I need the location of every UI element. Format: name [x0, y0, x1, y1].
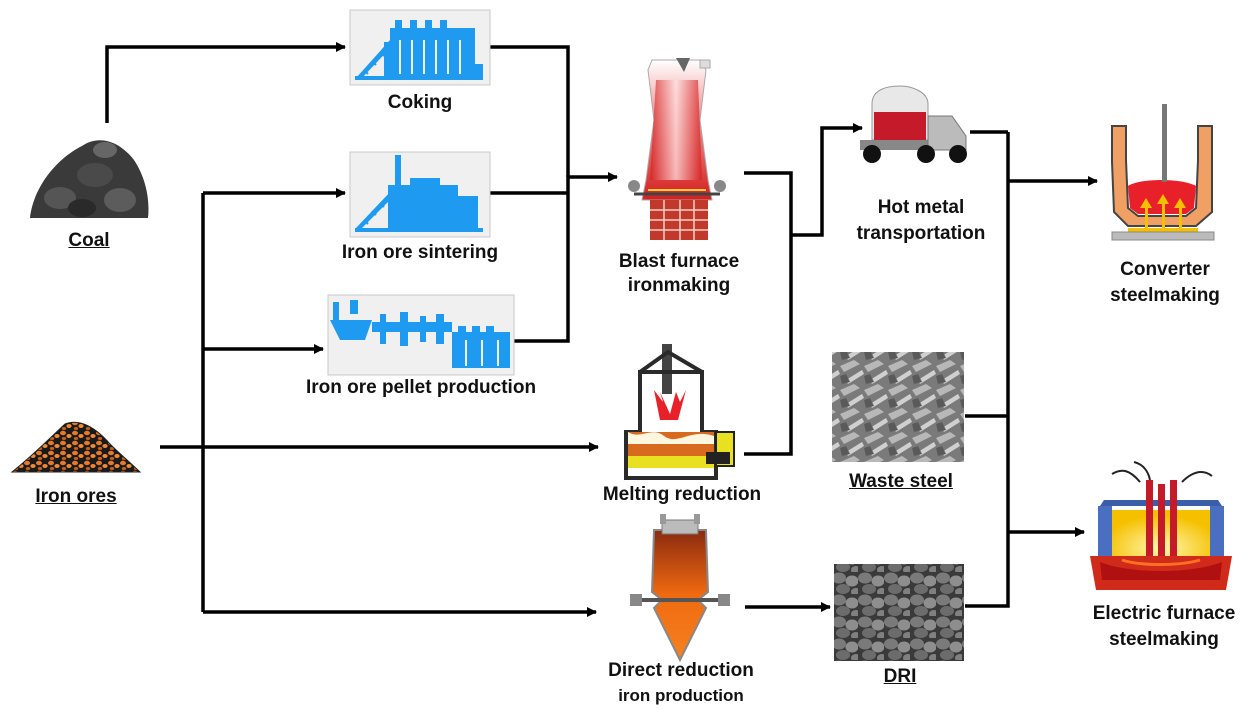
converter-label-line2: steelmaking [1110, 285, 1220, 306]
hot-metal-truck-icon [860, 85, 967, 163]
converter-label-line1: Converter [1120, 259, 1210, 280]
coking-label: Coking [387, 92, 453, 113]
converter-icon [1111, 104, 1215, 241]
blast-furnace-icon [628, 58, 726, 240]
waste-steel-label: Waste steel [849, 471, 953, 492]
scrap-steel-photo [832, 352, 964, 462]
melting-reduction-label: Melting reduction [602, 484, 762, 505]
dri-label: DRI [883, 666, 917, 687]
bf-to-hot-metal-line [744, 171, 793, 456]
direct-reduction-label-line2: iron production [618, 686, 744, 705]
hot-metal-label-line1: Hot metal [877, 197, 965, 218]
sintering-plant-icon [349, 151, 491, 238]
right-collector-line [965, 132, 1010, 608]
coking-plant-icon [349, 9, 491, 86]
coal-to-coking-arrow [105, 42, 346, 123]
electric-arc-furnace-icon [1090, 461, 1232, 590]
coking-to-bf-line [490, 45, 570, 177]
direct-reduction-label-line1: Direct reduction [608, 660, 754, 681]
iron-ore-pile-icon [10, 421, 142, 473]
blast-furnace-label-line1: Blast furnace [618, 251, 740, 272]
dri-pellets-photo [834, 564, 964, 661]
pellet-label: Iron ore pellet production [305, 377, 537, 398]
pellet-to-bf-line [514, 172, 618, 343]
shaft-furnace-icon [630, 514, 730, 663]
flow-lines [105, 42, 1098, 617]
electric-furnace-label-line1: Electric furnace [1092, 603, 1236, 624]
coal-label: Coal [68, 230, 110, 251]
hot-metal-label-line2: transportation [856, 223, 986, 244]
hot-metal-branch-arrow [791, 123, 863, 237]
pellet-plant-icon [327, 294, 515, 376]
electric-furnace-label-line2: steelmaking [1109, 629, 1219, 650]
melting-reduction-furnace-icon [624, 344, 735, 480]
coal-pile-icon [30, 140, 149, 218]
sintering-label: Iron ore sintering [341, 242, 499, 263]
iron-ores-label: Iron ores [35, 486, 117, 507]
blast-furnace-label-line2: ironmaking [627, 275, 731, 296]
